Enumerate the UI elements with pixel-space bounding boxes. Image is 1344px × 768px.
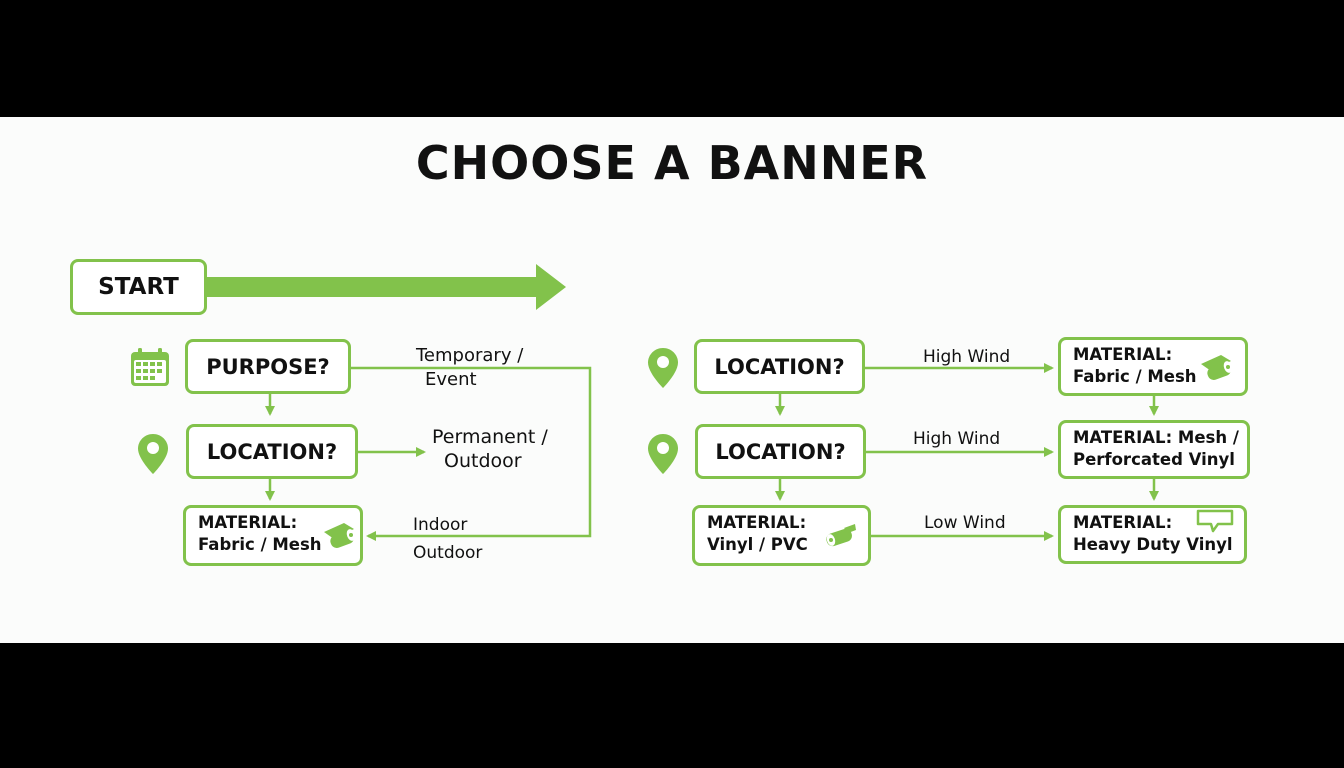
edge-temporary-loop (350, 366, 592, 541)
location-label-left: LOCATION? (206, 439, 338, 464)
location-label-right-top: LOCATION? (714, 354, 845, 379)
material-left-line2: Fabric / Mesh (198, 535, 322, 554)
speech-bubble-icon (1196, 509, 1234, 533)
edge-label-high-wind-2: High Wind (913, 429, 1001, 449)
location-node-right-top: LOCATION? (694, 339, 865, 394)
edge-label-indoor: Indoor (413, 515, 468, 535)
map-pin-icon (138, 434, 168, 474)
map-pin-icon (648, 348, 678, 388)
material-node-perforated: MATERIAL: Mesh / Perforcated Vinyl (1058, 420, 1250, 479)
purpose-label: PURPOSE? (206, 354, 330, 379)
map-pin-icon (648, 434, 678, 474)
location-label-right-bottom: LOCATION? (715, 439, 846, 464)
location-node-left: LOCATION? (186, 424, 358, 479)
edge-label-low-wind: Low Wind (924, 513, 1006, 533)
material-node-vinyl: MATERIAL: Vinyl / PVC (692, 505, 871, 566)
material-perforated-line2: Perforcated Vinyl (1073, 450, 1235, 469)
material-vinyl-line2: Vinyl / PVC (707, 535, 808, 554)
material-heavy-line2: Heavy Duty Vinyl (1073, 535, 1233, 554)
material-perforated-line1: MATERIAL: Mesh / (1073, 428, 1239, 447)
edge-label-temporary: Temporary / Event (416, 345, 524, 390)
start-arrow (206, 264, 566, 310)
calendar-icon (131, 348, 169, 386)
start-label: START (98, 274, 179, 300)
diagram-title: CHOOSE A BANNER (415, 136, 929, 190)
material-heavy-line1: MATERIAL: (1073, 513, 1173, 532)
start-node: START (70, 259, 207, 315)
fabric-roll-icon (324, 523, 356, 548)
vinyl-roll-icon (826, 524, 856, 547)
edge-label-permanent: Permanent / Outdoor (432, 426, 548, 472)
location-node-right-bottom: LOCATION? (695, 424, 866, 479)
material-left-line1: MATERIAL: (198, 513, 298, 532)
material-vinyl-line1: MATERIAL: (707, 513, 807, 532)
material-node-heavy: MATERIAL: Heavy Duty Vinyl (1058, 505, 1247, 564)
material-fabric-right-line1: MATERIAL: (1073, 345, 1173, 364)
fabric-roll-icon (1201, 355, 1233, 380)
material-fabric-right-line2: Fabric / Mesh (1073, 367, 1197, 386)
edge-label-outdoor: Outdoor (413, 543, 483, 563)
edge-label-high-wind-1: High Wind (923, 347, 1011, 367)
purpose-node: PURPOSE? (185, 339, 351, 394)
